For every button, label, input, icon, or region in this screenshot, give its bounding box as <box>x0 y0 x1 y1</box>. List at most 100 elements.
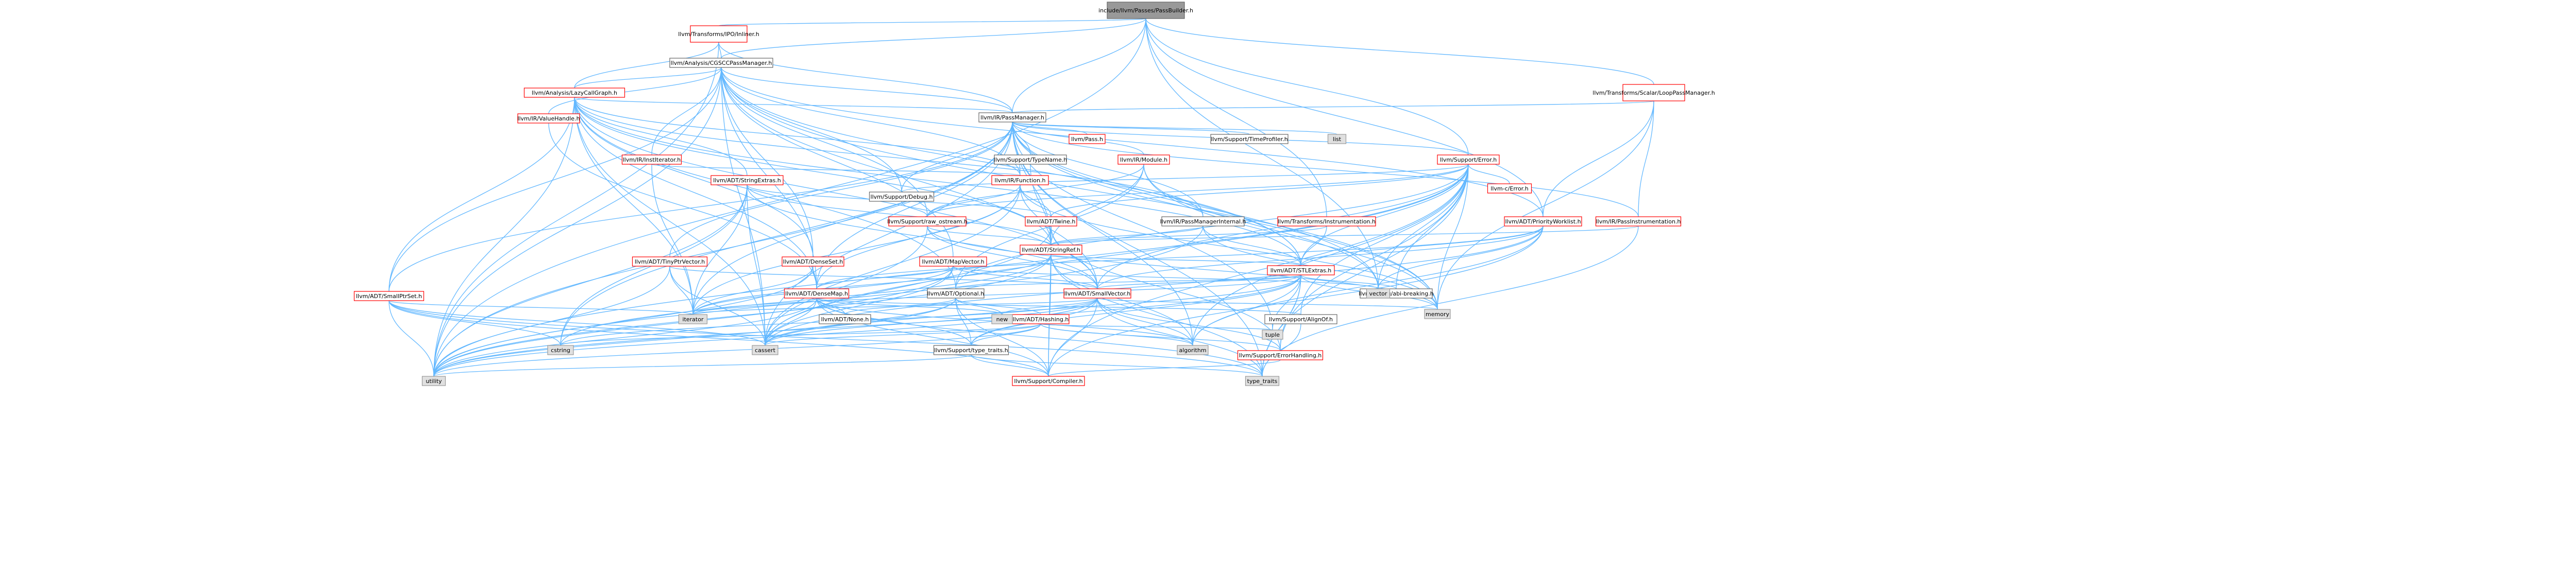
node-typename[interactable]: llvm/Support/TypeName.h <box>994 154 1067 165</box>
edge-tinyptr-to-cassert <box>669 266 766 346</box>
node-iterator-label: iterator <box>683 316 704 323</box>
node-stringextras[interactable]: llvm/ADT/StringExtras.h <box>710 175 784 185</box>
edge-cgscc-to-passmanager <box>721 67 1013 113</box>
edge-instrumentation-to-stringref <box>1050 225 1327 246</box>
node-errhandling[interactable]: llvm/Support/ErrorHandling.h <box>1237 350 1324 360</box>
edge-passmanager-to-vector <box>1012 121 1379 289</box>
node-lazycall[interactable]: llvm/Analysis/LazyCallGraph.h <box>523 88 625 98</box>
edge-loopscalar-to-priorityworklist <box>1543 100 1654 217</box>
node-type_traits: type_traits <box>1245 376 1280 386</box>
node-pmi[interactable]: llvm/IR/PassManagerInternal.h <box>1160 216 1246 227</box>
node-optional[interactable]: llvm/ADT/Optional.h <box>927 288 985 299</box>
edge-hashing-to-cassert <box>765 323 1041 346</box>
node-iterator: iterator <box>678 314 708 324</box>
edge-passinst-to-stringref <box>1050 225 1639 246</box>
edge-institer-to-function <box>651 164 1021 176</box>
node-loopscalar-label: llvm/Transforms/Scalar/LoopPassManager.h <box>1592 90 1715 96</box>
edge-priorityworklist-to-compiler <box>1048 225 1544 377</box>
node-tinyptr[interactable]: llvm/ADT/TinyPtrVector.h <box>632 256 708 267</box>
node-stringref[interactable]: llvm/ADT/StringRef.h <box>1020 245 1082 255</box>
edge-rawostream-to-stringref <box>927 225 1052 246</box>
node-rawostream-label: llvm/Support/raw_ostream.h <box>887 218 968 225</box>
edge-typetraits-to-utility <box>433 354 972 377</box>
node-smallvector[interactable]: llvm/ADT/SmallVector.h <box>1063 288 1131 299</box>
edge-denseset-to-utility <box>433 266 814 377</box>
edge-passmanager-to-passinst <box>1012 121 1639 217</box>
node-root[interactable]: include/llvm/Passes/PassBuilder.h <box>1098 2 1193 19</box>
edge-smallvector-to-utility <box>433 298 1098 377</box>
node-loopscalar[interactable]: llvm/Transforms/Scalar/LoopPassManager.h <box>1592 84 1715 101</box>
node-timeprof-label: llvm/Support/TimeProfiler.h <box>1211 136 1287 143</box>
node-denseset[interactable]: llvm/ADT/DenseSet.h <box>782 256 844 267</box>
node-cgscc[interactable]: llvm/Analysis/CGSCCPassManager.h <box>669 58 773 68</box>
node-type_traits-label: type_traits <box>1247 378 1278 385</box>
node-module[interactable]: llvm/IR/Module.h <box>1117 154 1170 165</box>
node-pmi-label: llvm/IR/PassManagerInternal.h <box>1160 218 1246 225</box>
edge-function-to-stringref <box>1020 184 1052 246</box>
node-tuple-label: tuple <box>1265 332 1280 338</box>
node-passmanager-label: llvm/IR/PassManager.h <box>980 114 1044 121</box>
node-passmanager[interactable]: llvm/IR/PassManager.h <box>978 112 1046 123</box>
node-stlextras[interactable]: llvm/ADT/STLExtras.h <box>1267 265 1335 275</box>
edge-institer-to-iterator <box>651 164 693 315</box>
edge-smallvector-to-memory <box>1097 298 1438 310</box>
node-twine[interactable]: llvm/ADT/Twine.h <box>1025 216 1077 227</box>
node-none-label: llvm/ADT/None.h <box>821 316 869 323</box>
node-suppdebug-label: llvm/Support/Debug.h <box>871 194 933 200</box>
node-alignof[interactable]: llvm/Support/AlignOf.h <box>1264 314 1337 324</box>
node-timeprof[interactable]: llvm/Support/TimeProfiler.h <box>1210 134 1289 144</box>
edge-module-to-memory <box>1143 164 1438 310</box>
edge-hashing-to-utility <box>433 323 1041 377</box>
edge-cgscc-to-memory <box>721 67 1438 310</box>
edge-smallptrset-to-cassert <box>388 300 766 346</box>
edge-mapvector-to-vector <box>953 266 1379 289</box>
edge-root-to-cgscc <box>721 18 1146 59</box>
node-suppdebug[interactable]: llvm/Support/Debug.h <box>869 192 935 202</box>
edge-passmanager-to-passh <box>1012 121 1088 135</box>
edge-stlextras-to-iterator <box>692 274 1301 315</box>
edge-cgscc-to-rawostream <box>721 67 928 217</box>
node-institer[interactable]: llvm/IR/InstIterator.h <box>621 154 682 165</box>
edge-smallvector-to-type_traits <box>1097 298 1263 377</box>
node-suppErr[interactable]: llvm/Support/Error.h <box>1437 154 1500 165</box>
edge-suppErr-to-cerror <box>1468 164 1510 184</box>
node-smallptrset[interactable]: llvm/ADT/SmallPtrSet.h <box>353 291 425 301</box>
node-cassert: cassert <box>752 345 778 355</box>
node-priorityworklist[interactable]: llvm/ADT/PriorityWorklist.h <box>1504 216 1582 227</box>
node-passinst[interactable]: llvm/IR/PassInstrumentation.h <box>1595 216 1682 227</box>
node-alignof-label: llvm/Support/AlignOf.h <box>1269 316 1333 323</box>
edge-densemap-to-utility <box>433 298 817 377</box>
edge-suppErr-to-alignof <box>1300 164 1469 315</box>
node-passh[interactable]: llvm/Pass.h <box>1069 134 1106 144</box>
edge-cgscc-to-function <box>721 67 1021 176</box>
edge-densemap-to-type_traits <box>816 298 1263 377</box>
node-mapvector[interactable]: llvm/ADT/MapVector.h <box>919 256 987 267</box>
edge-alignof-to-type_traits <box>1262 323 1301 377</box>
edge-passmanager-to-smallptrset <box>388 121 1013 292</box>
edge-suppErr-to-compiler <box>1048 164 1469 377</box>
edge-tinyptr-to-iterator <box>669 266 693 315</box>
node-densemap[interactable]: llvm/ADT/DenseMap.h <box>784 288 850 299</box>
edge-typetraits-to-compiler <box>971 354 1049 377</box>
edge-passmanager-to-pmi <box>1012 121 1204 217</box>
node-valuehandle[interactable]: llvm/IR/ValueHandle.h <box>517 113 580 124</box>
node-compiler[interactable]: llvm/Support/Compiler.h <box>1012 376 1085 386</box>
node-list: list <box>1327 134 1347 144</box>
edge-smallvector-to-compiler <box>1048 298 1098 377</box>
edge-stringref-to-utility <box>433 254 1052 377</box>
edge-stringextras-to-smallvector <box>747 184 1098 289</box>
node-cerror[interactable]: llvm-c/Error.h <box>1487 183 1532 194</box>
node-instrumentation[interactable]: llvm/Transforms/Instrumentation.h <box>1277 216 1376 227</box>
node-inliner[interactable]: llvm/Transforms/IPO/Inliner.h <box>678 25 759 43</box>
edge-module-to-rawostream <box>927 164 1144 217</box>
node-typetraits[interactable]: llvm/Support/type_traits.h <box>933 345 1009 355</box>
edge-smallvector-to-new <box>1002 298 1098 315</box>
node-root-label: include/llvm/Passes/PassBuilder.h <box>1098 7 1193 14</box>
node-suppErr-label: llvm/Support/Error.h <box>1440 157 1497 163</box>
node-function[interactable]: llvm/IR/Function.h <box>991 175 1049 185</box>
node-optional-label: llvm/ADT/Optional.h <box>927 290 984 297</box>
node-hashing[interactable]: llvm/ADT/Hashing.h <box>1012 314 1070 324</box>
edge-stlextras-to-smallvector <box>1097 274 1301 289</box>
node-none[interactable]: llvm/ADT/None.h <box>819 314 871 324</box>
node-rawostream[interactable]: llvm/Support/raw_ostream.h <box>887 216 968 227</box>
